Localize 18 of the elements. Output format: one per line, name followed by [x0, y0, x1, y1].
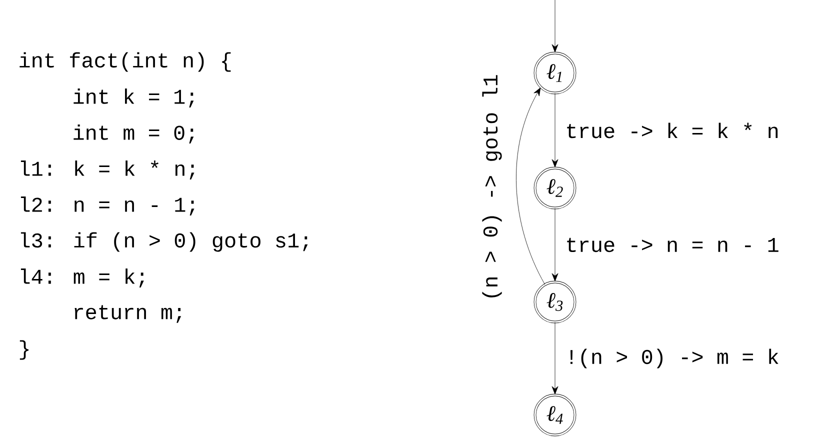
code-line: l3: if (n > 0) goto s1;: [20, 232, 308, 252]
arrow: [552, 93, 558, 168]
edge-label: true -> k = k * n: [564, 122, 780, 140]
arrow: [552, 208, 558, 282]
code-line: int m = 0;: [74, 124, 194, 144]
code-line: l4: m = k;: [20, 268, 144, 288]
code-line: }: [20, 340, 28, 360]
code-line: int fact(int n) {: [20, 52, 231, 72]
code-line: l1: k = k * n;: [20, 160, 194, 180]
arrow: [552, 322, 558, 394]
edge-label: (n > 0) -> goto l1: [481, 73, 503, 302]
arrow: [552, 0, 558, 52]
edge-label: true -> n = n - 1: [564, 236, 780, 254]
code-line: return m;: [74, 305, 182, 323]
code-line: l2: n = n - 1;: [20, 196, 194, 216]
arrow: [516, 88, 546, 285]
code-line: int k = 1;: [74, 88, 194, 108]
edge-label: !(n > 0) -> m = k: [564, 348, 780, 370]
